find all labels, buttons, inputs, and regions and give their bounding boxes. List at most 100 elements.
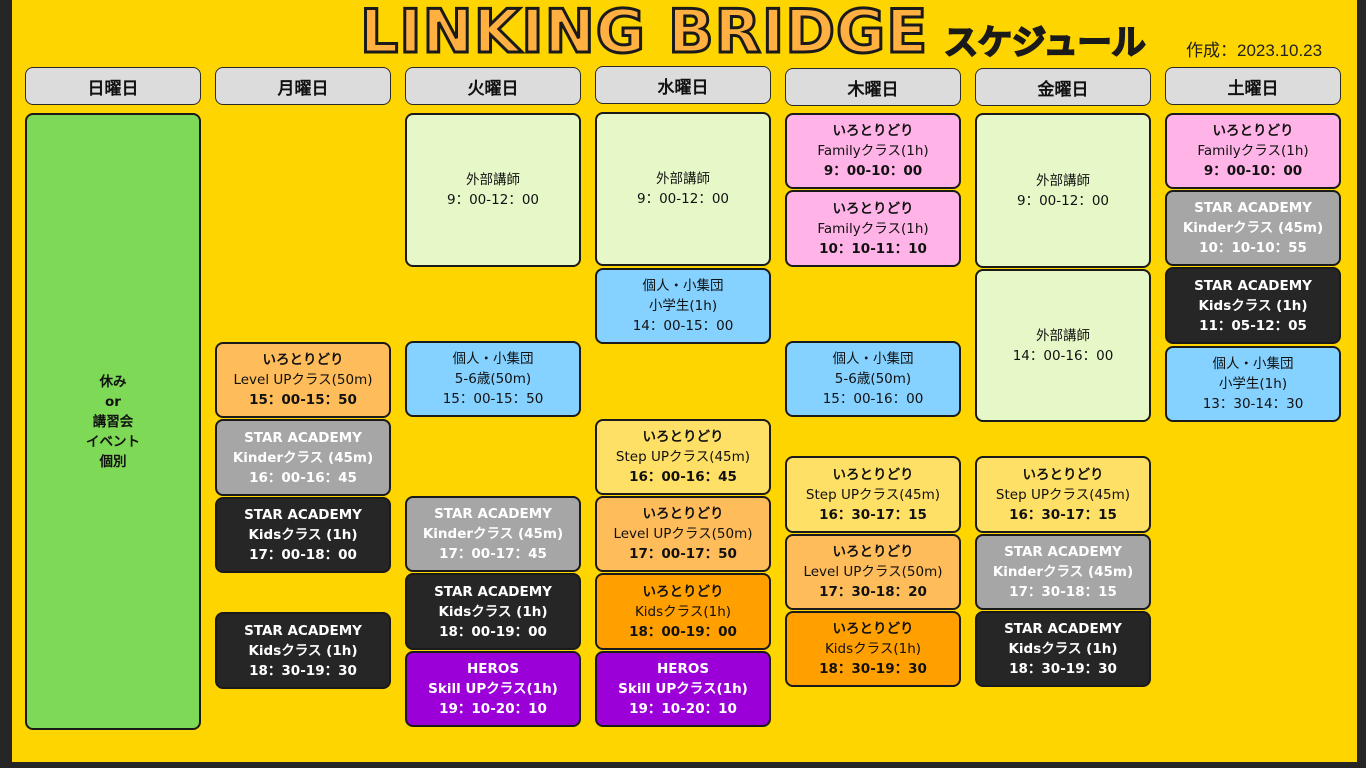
slot-class: Familyクラス(1h) xyxy=(817,220,929,237)
class-slot-sat-1: いろとりどり Familyクラス(1h) 9：00-10：00 xyxy=(1165,113,1341,189)
day-header-thu: 木曜日 xyxy=(785,68,961,106)
class-slot-tue-2: 個人・小集団 5-6歳(50m) 15：00-15：50 xyxy=(405,341,581,417)
slot-time: 17：00-18：00 xyxy=(249,547,357,563)
slot-line: 休み xyxy=(99,373,127,390)
day-header-wed: 水曜日 xyxy=(595,66,771,104)
slot-class: Step UPクラス(45m) xyxy=(615,449,751,465)
slot-title: 個人・小集団 xyxy=(642,278,724,294)
slot-time: 15：00-15：50 xyxy=(249,392,357,408)
class-slot-thu-2: いろとりどり Familyクラス(1h) 10：10-11：10 xyxy=(785,190,961,267)
class-slot-fri-1: 外部講師 9：00-12：00 xyxy=(975,113,1151,268)
class-slot-mon-4: STAR ACADEMY Kidsクラス (1h) 18：30-19：30 xyxy=(215,612,391,689)
class-slot-mon-2: STAR ACADEMY Kinderクラス (45m) 16：00-16：45 xyxy=(215,419,391,496)
slot-title: HEROS xyxy=(466,661,520,677)
slot-class: Kinderクラス (45m) xyxy=(232,449,374,466)
day-header-fri: 金曜日 xyxy=(975,68,1151,106)
class-slot-tue-5: HEROS Skill UPクラス(1h) 19：10-20：10 xyxy=(405,651,581,727)
slot-title: いろとりどり xyxy=(832,200,914,217)
slot-time: 10：10-10：55 xyxy=(1199,240,1307,256)
slot-title: 外部講師 xyxy=(656,171,710,187)
slot-class: Level UPクラス(50m) xyxy=(613,526,753,542)
slot-time: 9：00-10：00 xyxy=(823,163,923,179)
class-slot-fri-3: いろとりどり Step UPクラス(45m) 16：30-17：15 xyxy=(975,456,1151,533)
slot-class: Step UPクラス(45m) xyxy=(805,486,941,503)
slot-title: STAR ACADEMY xyxy=(1194,277,1312,294)
slot-title: いろとりどり xyxy=(1022,466,1104,483)
class-slot-tue-1: 外部講師 9：00-12：00 xyxy=(405,113,581,267)
slot-title: いろとりどり xyxy=(832,123,914,139)
slot-time: 19：10-20：10 xyxy=(439,701,547,717)
day-header-tue: 火曜日 xyxy=(405,67,581,105)
slot-class: Kidsクラス(1h) xyxy=(824,641,922,657)
slot-time: 17：30-18：15 xyxy=(1009,584,1117,600)
slot-time: 17：00-17：45 xyxy=(439,546,547,562)
slot-class: 小学生(1h) xyxy=(1218,376,1288,392)
class-slot-thu-6: いろとりどり Kidsクラス(1h) 18：30-19：30 xyxy=(785,611,961,687)
slot-title: いろとりどり xyxy=(262,352,344,368)
slot-time: 15：00-15：50 xyxy=(442,391,544,407)
slot-class: Kidsクラス (1h) xyxy=(438,603,548,620)
slot-class: Familyクラス(1h) xyxy=(817,143,929,159)
slot-line: 個別 xyxy=(99,453,127,470)
class-slot-fri-4: STAR ACADEMY Kinderクラス (45m) 17：30-18：15 xyxy=(975,534,1151,610)
class-slot-mon-3: STAR ACADEMY Kidsクラス (1h) 17：00-18：00 xyxy=(215,497,391,573)
slot-class: Skill UPクラス(1h) xyxy=(428,681,558,697)
slot-time: 18：30-19：30 xyxy=(249,662,357,679)
page-title: LINKING BRIDGE xyxy=(358,0,929,69)
slot-title: STAR ACADEMY xyxy=(1004,621,1122,637)
slot-title: STAR ACADEMY xyxy=(244,429,362,446)
day-header-sun: 日曜日 xyxy=(25,67,201,105)
slot-title: HEROS xyxy=(656,661,710,677)
slot-class: Kidsクラス(1h) xyxy=(634,603,732,620)
slot-class: 小学生(1h) xyxy=(648,298,718,314)
class-slot-mon-1: いろとりどり Level UPクラス(50m) 15：00-15：50 xyxy=(215,342,391,418)
page-subtitle: スケジュール xyxy=(943,22,1147,64)
slot-time: 10：10-11：10 xyxy=(819,240,927,257)
slot-line: or xyxy=(105,393,121,410)
slot-time: 14：00-16：00 xyxy=(1012,347,1114,364)
class-slot-fri-5: STAR ACADEMY Kidsクラス (1h) 18：30-19：30 xyxy=(975,611,1151,687)
slot-class: Kinderクラス (45m) xyxy=(1182,220,1324,236)
slot-time: 18：30-19：30 xyxy=(1009,661,1117,677)
class-slot-wed-2: 個人・小集団 小学生(1h) 14：00-15：00 xyxy=(595,268,771,344)
slot-time: 9：00-10：00 xyxy=(1203,163,1303,179)
slot-title: STAR ACADEMY xyxy=(434,583,552,600)
slot-title: 外部講師 xyxy=(1036,327,1090,344)
slot-title: いろとりどり xyxy=(642,583,724,600)
slot-class: Kidsクラス (1h) xyxy=(1008,641,1118,657)
slot-title: STAR ACADEMY xyxy=(244,622,362,639)
class-slot-wed-5: いろとりどり Kidsクラス(1h) 18：00-19：00 xyxy=(595,573,771,650)
slot-time: 13：30-14：30 xyxy=(1202,396,1304,412)
class-slot-tue-4: STAR ACADEMY Kidsクラス (1h) 18：00-19：00 xyxy=(405,573,581,650)
day-header-sat: 土曜日 xyxy=(1165,67,1341,105)
slot-line: イベント xyxy=(86,433,140,450)
slot-title: 個人・小集団 xyxy=(1212,356,1294,372)
slot-title: 個人・小集団 xyxy=(832,351,914,367)
slot-title: STAR ACADEMY xyxy=(1004,544,1122,560)
slot-time: 18：30-19：30 xyxy=(819,661,927,677)
slot-line: 講習会 xyxy=(92,413,134,430)
class-slot-wed-4: いろとりどり Level UPクラス(50m) 17：00-17：50 xyxy=(595,496,771,572)
slot-title: STAR ACADEMY xyxy=(434,506,552,522)
class-slot-sat-3: STAR ACADEMY Kidsクラス (1h) 11：05-12：05 xyxy=(1165,267,1341,344)
slot-time: 11：05-12：05 xyxy=(1199,317,1307,334)
slot-title: いろとりどり xyxy=(832,466,914,483)
slot-title: いろとりどり xyxy=(832,621,914,637)
slot-title: 外部講師 xyxy=(1036,172,1090,189)
slot-class: Kidsクラス (1h) xyxy=(1198,297,1308,314)
slot-class: Kidsクラス (1h) xyxy=(248,642,358,659)
slot-class: Kidsクラス (1h) xyxy=(248,527,358,543)
slot-time: 16：30-17：15 xyxy=(819,506,927,523)
slot-class: 5-6歳(50m) xyxy=(834,371,912,387)
slot-time: 16：00-16：45 xyxy=(629,469,737,485)
slot-time: 9：00-12：00 xyxy=(447,192,539,208)
slot-title: いろとりどり xyxy=(642,429,724,445)
slot-title: STAR ACADEMY xyxy=(1194,200,1312,216)
slot-title: 外部講師 xyxy=(466,172,520,188)
class-slot-sat-4: 個人・小集団 小学生(1h) 13：30-14：30 xyxy=(1165,346,1341,422)
slot-class: Kinderクラス (45m) xyxy=(422,526,564,542)
slot-time: 14：00-15：00 xyxy=(632,318,734,334)
slot-title: いろとりどり xyxy=(642,506,724,522)
slot-class: Step UPクラス(45m) xyxy=(995,486,1131,503)
day-header-mon: 月曜日 xyxy=(215,67,391,105)
